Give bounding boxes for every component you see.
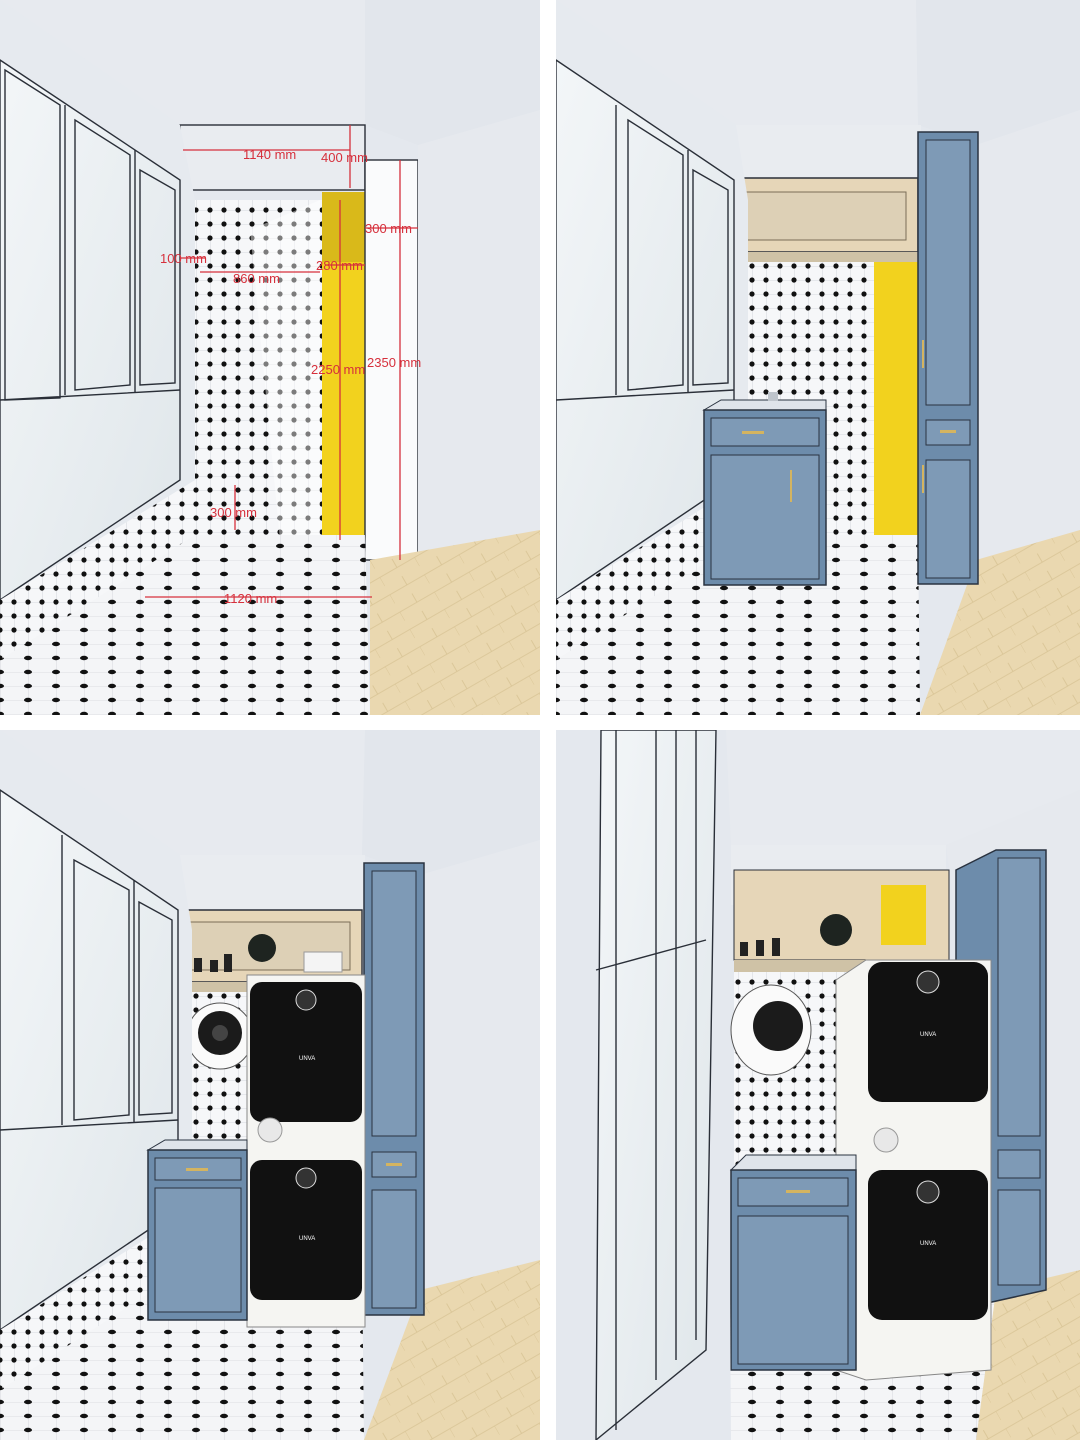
washer-brand-top: UNVA xyxy=(299,1056,315,1062)
right-ceiling xyxy=(365,0,540,145)
ceiling xyxy=(0,0,370,125)
tall-cabinet xyxy=(363,862,425,1316)
washer-brand-bottom: UNVA xyxy=(299,1236,315,1242)
light-reflection xyxy=(250,200,320,540)
control-dial-icon xyxy=(257,1117,283,1143)
dim-total-height: 2350 mm xyxy=(367,355,421,370)
ceiling xyxy=(0,730,365,855)
tile-floor xyxy=(0,535,370,715)
control-dial-icon xyxy=(873,1127,899,1153)
right-ceiling xyxy=(362,730,540,875)
wood-floor xyxy=(920,530,1080,715)
window-frames xyxy=(556,105,735,401)
window-frames xyxy=(0,68,181,401)
ceiling xyxy=(726,730,1080,845)
dim-wall-width: 860 mm xyxy=(233,271,280,286)
stacked-washer-dryer: UNVA UNVA xyxy=(835,959,992,1381)
window-frames xyxy=(0,835,179,1131)
wood-floor xyxy=(976,1270,1080,1440)
wood-floor xyxy=(364,1260,540,1440)
dim-ceiling-width: 1140 mm xyxy=(243,147,296,162)
plant-icon xyxy=(248,934,276,962)
soffit xyxy=(736,125,921,180)
soffit xyxy=(180,855,365,910)
niche-shadow xyxy=(322,192,365,262)
wood-floor xyxy=(370,530,540,715)
panel-cabinets xyxy=(556,0,1080,715)
dim-niche-height: 2250 mm xyxy=(311,362,365,377)
dim-floor-width: 1120 mm xyxy=(224,591,277,606)
washer-brand-top: UNVA xyxy=(920,1032,936,1038)
left-window-wall xyxy=(556,730,731,1440)
dim-column-depth: 300 mm xyxy=(365,221,412,236)
wall-mounted-washer xyxy=(186,1002,254,1070)
panel-washers-front: UNVA UNVA xyxy=(0,730,540,1440)
right-wall xyxy=(420,840,540,1290)
back-wall-tiles xyxy=(195,200,323,540)
right-wall xyxy=(976,110,1080,560)
right-wall xyxy=(418,110,540,560)
tall-cabinet xyxy=(917,131,979,585)
window-sill-tiles xyxy=(0,480,195,660)
panel-washers-angled: UNVA UNVA xyxy=(556,730,1080,1440)
window-sill-tiles xyxy=(0,1210,192,1390)
tile-floor xyxy=(556,535,920,715)
dim-niche-depth: 280 mm xyxy=(316,258,363,273)
dim-soffit-depth: 400 mm xyxy=(321,150,368,165)
washer-brand-bottom: UNVA xyxy=(920,1241,936,1247)
ceiling xyxy=(556,0,918,125)
panel-empty-space: 1140 mm 400 mm 300 mm 100 mm 280 mm 860 … xyxy=(0,0,540,715)
dim-sill-height: 300 mm xyxy=(210,505,257,520)
open-shelf xyxy=(733,869,950,972)
sink-base-cabinet xyxy=(702,392,827,586)
sink-base-cabinet xyxy=(729,1154,857,1371)
dimension-lines xyxy=(145,125,418,598)
right-ceiling xyxy=(916,0,1080,145)
wall-mounted-washer xyxy=(730,984,812,1076)
window-sill-tiles xyxy=(556,480,748,660)
plant-icon xyxy=(820,914,852,946)
stacked-washer-dryer: UNVA UNVA xyxy=(246,974,366,1328)
soffit xyxy=(179,124,366,191)
dim-window-offset: 100 mm xyxy=(160,251,207,266)
open-shelf xyxy=(723,177,919,262)
sink-base-cabinet xyxy=(146,1139,248,1321)
